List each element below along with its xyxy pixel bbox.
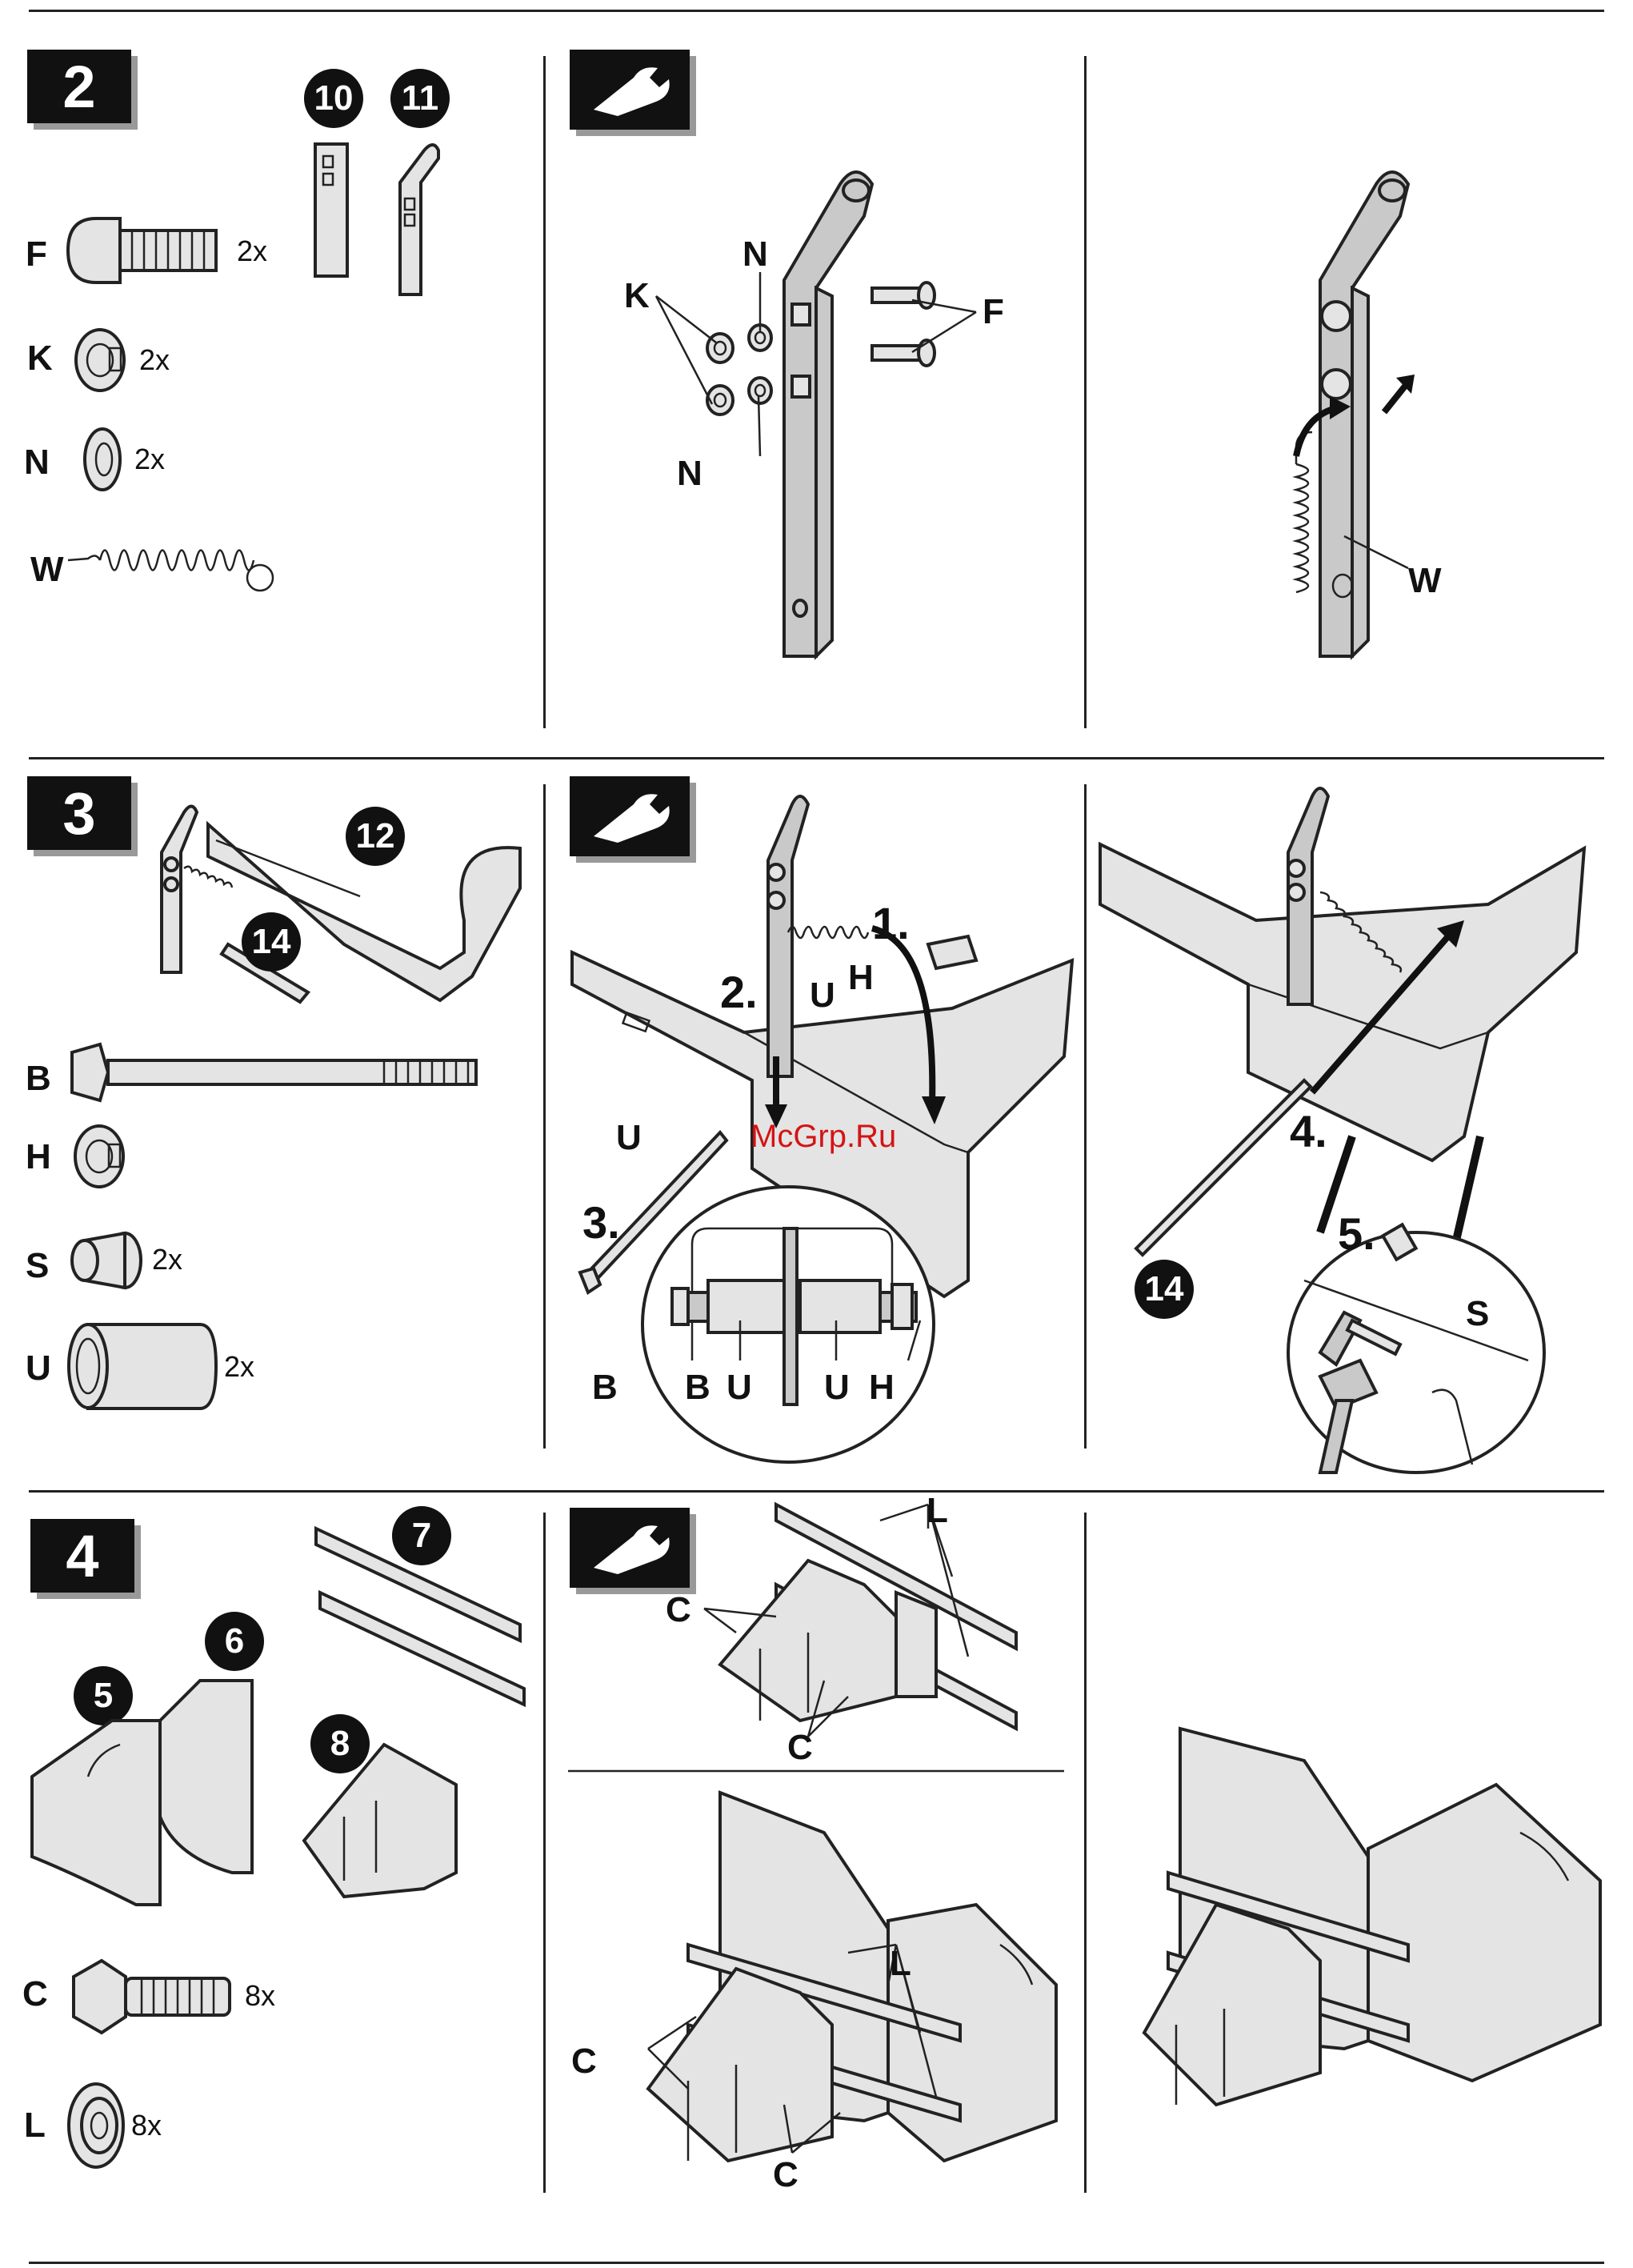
step4-top-leaders [688, 1497, 1040, 1753]
part-letter-H: H [26, 1140, 51, 1175]
section-divider-3-4 [29, 1490, 1604, 1493]
step-4-label: 4. [1290, 1109, 1327, 1154]
step3-nut-H [920, 928, 992, 976]
spring-icon [64, 536, 280, 600]
wrench-icon-step4 [570, 1508, 690, 1588]
part-number-14: 14 [242, 912, 301, 972]
step-2-label: 2. [720, 970, 758, 1015]
step4-result-assembly [1136, 1713, 1616, 2113]
column-divider [543, 784, 546, 1449]
step3-result-arrow [1304, 912, 1480, 1104]
detail-label-B: B [685, 1370, 710, 1405]
label-W: W [1408, 563, 1442, 599]
column-divider [1084, 784, 1087, 1449]
part-letter-W: W [30, 552, 64, 587]
carriage-bolt-icon [64, 206, 232, 295]
hex-bolt-icon [66, 1953, 242, 2041]
label-C-bottom-top: C [787, 1730, 813, 1765]
part-letter-N: N [24, 445, 50, 480]
part-qty-K: 2x [139, 346, 170, 375]
lock-nut-icon [67, 1120, 131, 1192]
part-letter-S: S [26, 1248, 49, 1284]
label-B: B [592, 1370, 618, 1405]
bottom-rule [29, 2262, 1604, 2264]
label-L-bottom: L [890, 1946, 911, 1981]
part-10-bracket [304, 140, 360, 284]
label-H-top: H [848, 960, 874, 996]
step-3-number: 3 [27, 776, 131, 850]
label-U-left: U [616, 1120, 642, 1156]
part-number-6: 6 [205, 1612, 264, 1671]
spring-washer-icon [77, 423, 133, 495]
flange-nut-icon [56, 2078, 136, 2174]
part-number-12: 12 [346, 807, 405, 866]
step4-bottom-leaders [632, 1937, 984, 2193]
label-F: F [983, 295, 1004, 330]
step-2-number: 2 [27, 50, 131, 123]
section-divider-2-3 [29, 757, 1604, 759]
part-qty-C: 8x [245, 1981, 275, 2010]
label-S: S [1466, 1296, 1489, 1332]
watermark-text: McGrp.Ru [750, 1120, 896, 1152]
step2-result-arrows [1280, 352, 1440, 512]
step2-leader-lines [640, 240, 1008, 480]
step4-subdivider [568, 1769, 1064, 1773]
column-divider [1084, 1513, 1087, 2193]
part-number-14-result: 14 [1135, 1260, 1194, 1319]
part-qty-N: 2x [134, 445, 165, 474]
part-8-bracket [296, 1721, 472, 1905]
sleeve-icon [64, 1320, 224, 1412]
detail-label-U: U [726, 1370, 752, 1405]
label-U-top: U [810, 978, 835, 1013]
column-divider [1084, 56, 1087, 728]
part-number-11: 11 [390, 69, 450, 128]
part-letter-F: F [26, 237, 47, 272]
label-K: K [624, 278, 650, 314]
step-5-label: 5. [1338, 1212, 1375, 1256]
step3-detail-leaders [676, 1304, 932, 1376]
part-letter-L: L [24, 2108, 46, 2143]
part-7-rails [312, 1513, 536, 1721]
part-letter-K: K [27, 341, 53, 376]
wrench-icon-step3 [570, 776, 690, 856]
wrench-icon-step2 [570, 50, 690, 130]
part-11-bracket [392, 134, 456, 307]
label-C-bottom-bottom: C [773, 2158, 798, 2193]
part-qty-U: 2x [224, 1352, 254, 1381]
part-letter-B: B [26, 1061, 51, 1096]
bushing-icon [69, 1216, 157, 1304]
part-letter-U: U [26, 1351, 51, 1386]
part-5-plate [24, 1713, 184, 1913]
part-number-10: 10 [304, 69, 363, 128]
detail-label-U: U [824, 1370, 850, 1405]
hex-bolt-icon [64, 1040, 488, 1104]
label-L-top: L [927, 1493, 948, 1529]
step-3-label: 3. [582, 1200, 620, 1245]
hammer-icon [1312, 1296, 1408, 1368]
top-rule [29, 10, 1604, 12]
step-4-number: 4 [30, 1519, 134, 1593]
column-divider [543, 56, 546, 728]
detail-label-H: H [869, 1370, 895, 1405]
step-1-label: 1. [872, 901, 910, 946]
column-divider [543, 1513, 546, 2193]
label-C-left-bottom: C [571, 2044, 597, 2079]
part-letter-C: C [22, 1977, 48, 2012]
step2-result-leader [1336, 528, 1416, 576]
label-C-left-top: C [666, 1593, 691, 1628]
part-qty-F: 2x [237, 237, 267, 266]
part-qty-S: 2x [152, 1245, 182, 1274]
label-N-top: N [742, 237, 768, 272]
lock-nut-icon [68, 324, 132, 396]
label-N-bottom: N [677, 456, 702, 491]
part-qty-L: 8x [131, 2111, 162, 2140]
